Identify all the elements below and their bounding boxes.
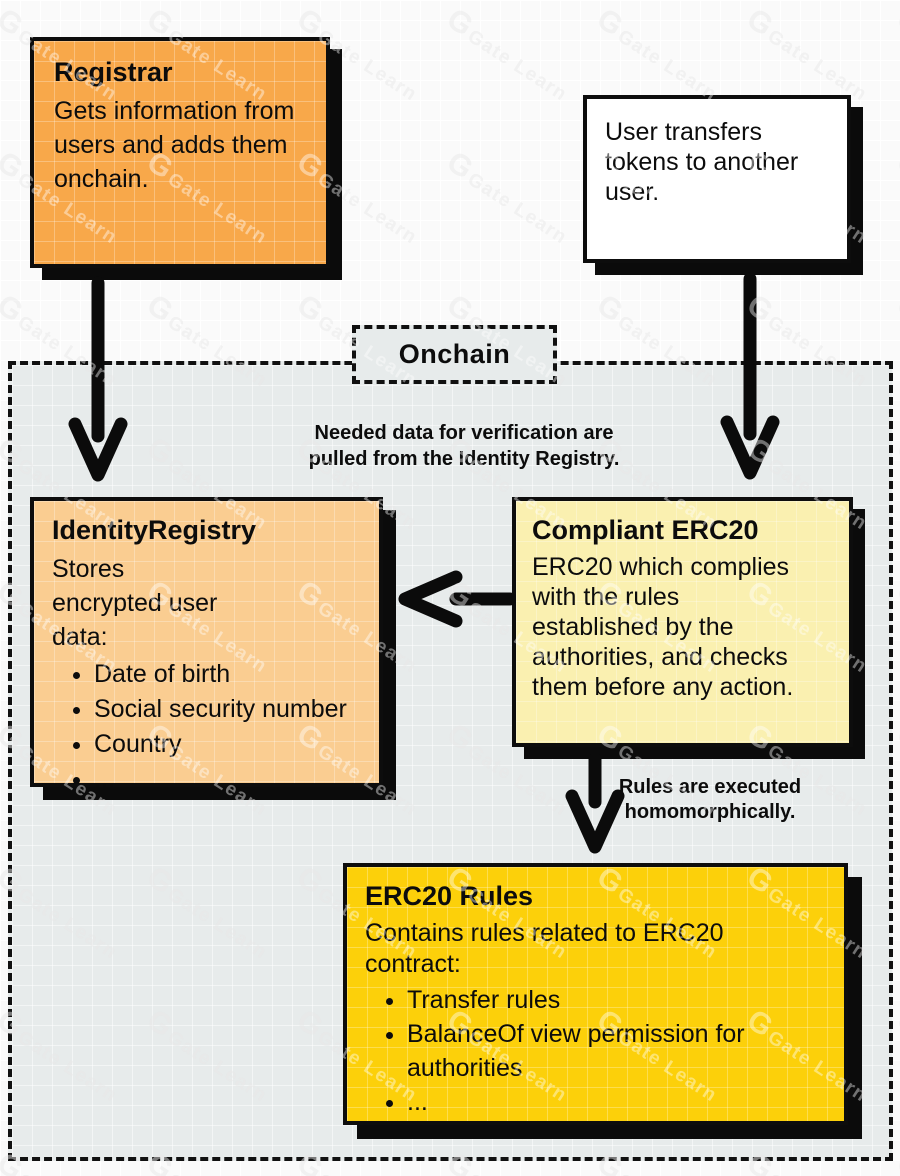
watermark-text: Gate Learn <box>613 25 722 106</box>
gate-logo-icon: G <box>891 288 900 329</box>
watermark-text: Gate Learn <box>461 1161 576 1176</box>
erc20-rules-box: ERC20 Rules Contains rules related to ER… <box>343 863 848 1125</box>
compliant-erc20-body: ERC20 which complies with the rules esta… <box>532 552 794 701</box>
down-arrow-icon <box>720 272 780 480</box>
watermark-text: Gate Learn <box>161 1161 276 1176</box>
watermark-text: Gate Learn <box>611 1161 726 1176</box>
gate-logo-icon: G <box>0 288 29 329</box>
user-transfer-box: User transfers tokens to another user. <box>583 95 851 263</box>
watermark-text: Gate Learn <box>311 1161 426 1176</box>
watermark-text: Gate Learn <box>11 1161 126 1176</box>
gate-logo-icon: G <box>891 2 900 43</box>
gate-logo-icon: G <box>441 2 479 43</box>
gate-logo-icon: G <box>741 2 779 43</box>
down-arrow-icon <box>68 276 128 482</box>
registrar-title: Registrar <box>54 57 173 87</box>
identity-registry-box: IdentityRegistry Stores encrypted user d… <box>30 497 383 793</box>
watermark-text: Gate Learn <box>463 25 572 106</box>
caption-identity-pull: Needed data for verification are pulled … <box>308 422 620 470</box>
watermark-text: Gate Learn <box>161 1161 276 1176</box>
gate-logo-icon: G <box>891 288 900 329</box>
gate-logo-icon: G <box>441 145 479 186</box>
arrow-compliant-to-rules <box>565 754 625 854</box>
erc20-rules-title: ERC20 Rules <box>365 881 534 911</box>
gate-logo-icon: G <box>891 2 900 43</box>
bullet-item: Date of birth <box>94 657 361 692</box>
bullet-item: Social security number <box>94 692 361 727</box>
arrow-user-to-compliant <box>720 272 780 484</box>
erc20-rules-body: Contains rules related to ERC20 contract… <box>365 918 724 978</box>
gate-logo-icon: G <box>441 145 479 186</box>
down-arrow-icon <box>565 754 625 854</box>
gate-logo-icon: G <box>291 288 329 329</box>
erc20-rules-bullets: Transfer rulesBalanceOf view permission … <box>365 983 779 1119</box>
watermark-text: Gate Learn <box>461 1161 576 1176</box>
bullet-item: Transfer rules <box>407 983 779 1017</box>
watermark-text: Gate Learn <box>11 1161 126 1176</box>
bullet-item: BalanceOf view permission for authoritie… <box>407 1017 779 1085</box>
identity-registry-body: Stores encrypted user data: <box>52 554 218 651</box>
gate-logo-icon: G <box>0 2 29 43</box>
watermark-text: Gate Learn <box>463 168 572 249</box>
bullet-item: ... <box>407 1085 779 1119</box>
watermark-text: Gate Learn <box>763 25 872 106</box>
gate-logo-icon: G <box>891 145 900 186</box>
gate-logo-icon: G <box>141 288 179 329</box>
bullet-item: Country <box>94 727 361 762</box>
gate-logo-icon: G <box>0 145 29 186</box>
gate-logo-icon: G <box>441 288 479 329</box>
gate-logo-icon: G <box>0 2 29 43</box>
gate-logo-icon: G <box>591 288 629 329</box>
left-arrow-icon <box>398 570 516 628</box>
gate-logo-icon: G <box>741 2 779 43</box>
compliant-erc20-box: Compliant ERC20 ERC20 which complies wit… <box>512 497 853 747</box>
identity-registry-title: IdentityRegistry <box>52 515 257 545</box>
gate-logo-icon: G <box>591 2 629 43</box>
gate-logo-icon: G <box>891 145 900 186</box>
gate-logo-icon: G <box>441 288 479 329</box>
registrar-body: Gets information from users and adds the… <box>54 96 295 193</box>
gate-logo-icon: G <box>141 288 179 329</box>
watermark-text: Gate Learn <box>463 168 572 249</box>
arrow-compliant-to-identity <box>396 569 516 629</box>
arrow-registrar-to-onchain <box>68 276 128 486</box>
watermark-text: Gate Learn <box>463 25 572 106</box>
watermark-text: Gate Learn <box>611 1161 726 1176</box>
gate-logo-icon: G <box>441 2 479 43</box>
watermark-text: Gate Learn <box>763 25 872 106</box>
identity-registry-bullets: Date of birthSocial security numberCount… <box>52 657 361 797</box>
gate-logo-icon: G <box>591 288 629 329</box>
watermark-text: Gate Learn <box>761 1161 876 1176</box>
watermark-text: Gate Learn <box>761 1161 876 1176</box>
gate-logo-icon: G <box>0 288 29 329</box>
registrar-box: Registrar Gets information from users an… <box>30 37 330 268</box>
gate-logo-icon: G <box>591 2 629 43</box>
watermark-text: Gate Learn <box>311 1161 426 1176</box>
gate-logo-icon: G <box>0 145 29 186</box>
bullet-item: ... <box>94 762 361 797</box>
onchain-label: Onchain <box>352 325 557 384</box>
caption-rules-homomorphic: Rules are executed homomorphically. <box>618 776 802 823</box>
compliant-erc20-title: Compliant ERC20 <box>532 515 759 545</box>
watermark-text: Gate Learn <box>613 25 722 106</box>
gate-logo-icon: G <box>291 288 329 329</box>
user-transfer-body: User transfers tokens to another user. <box>605 118 799 206</box>
